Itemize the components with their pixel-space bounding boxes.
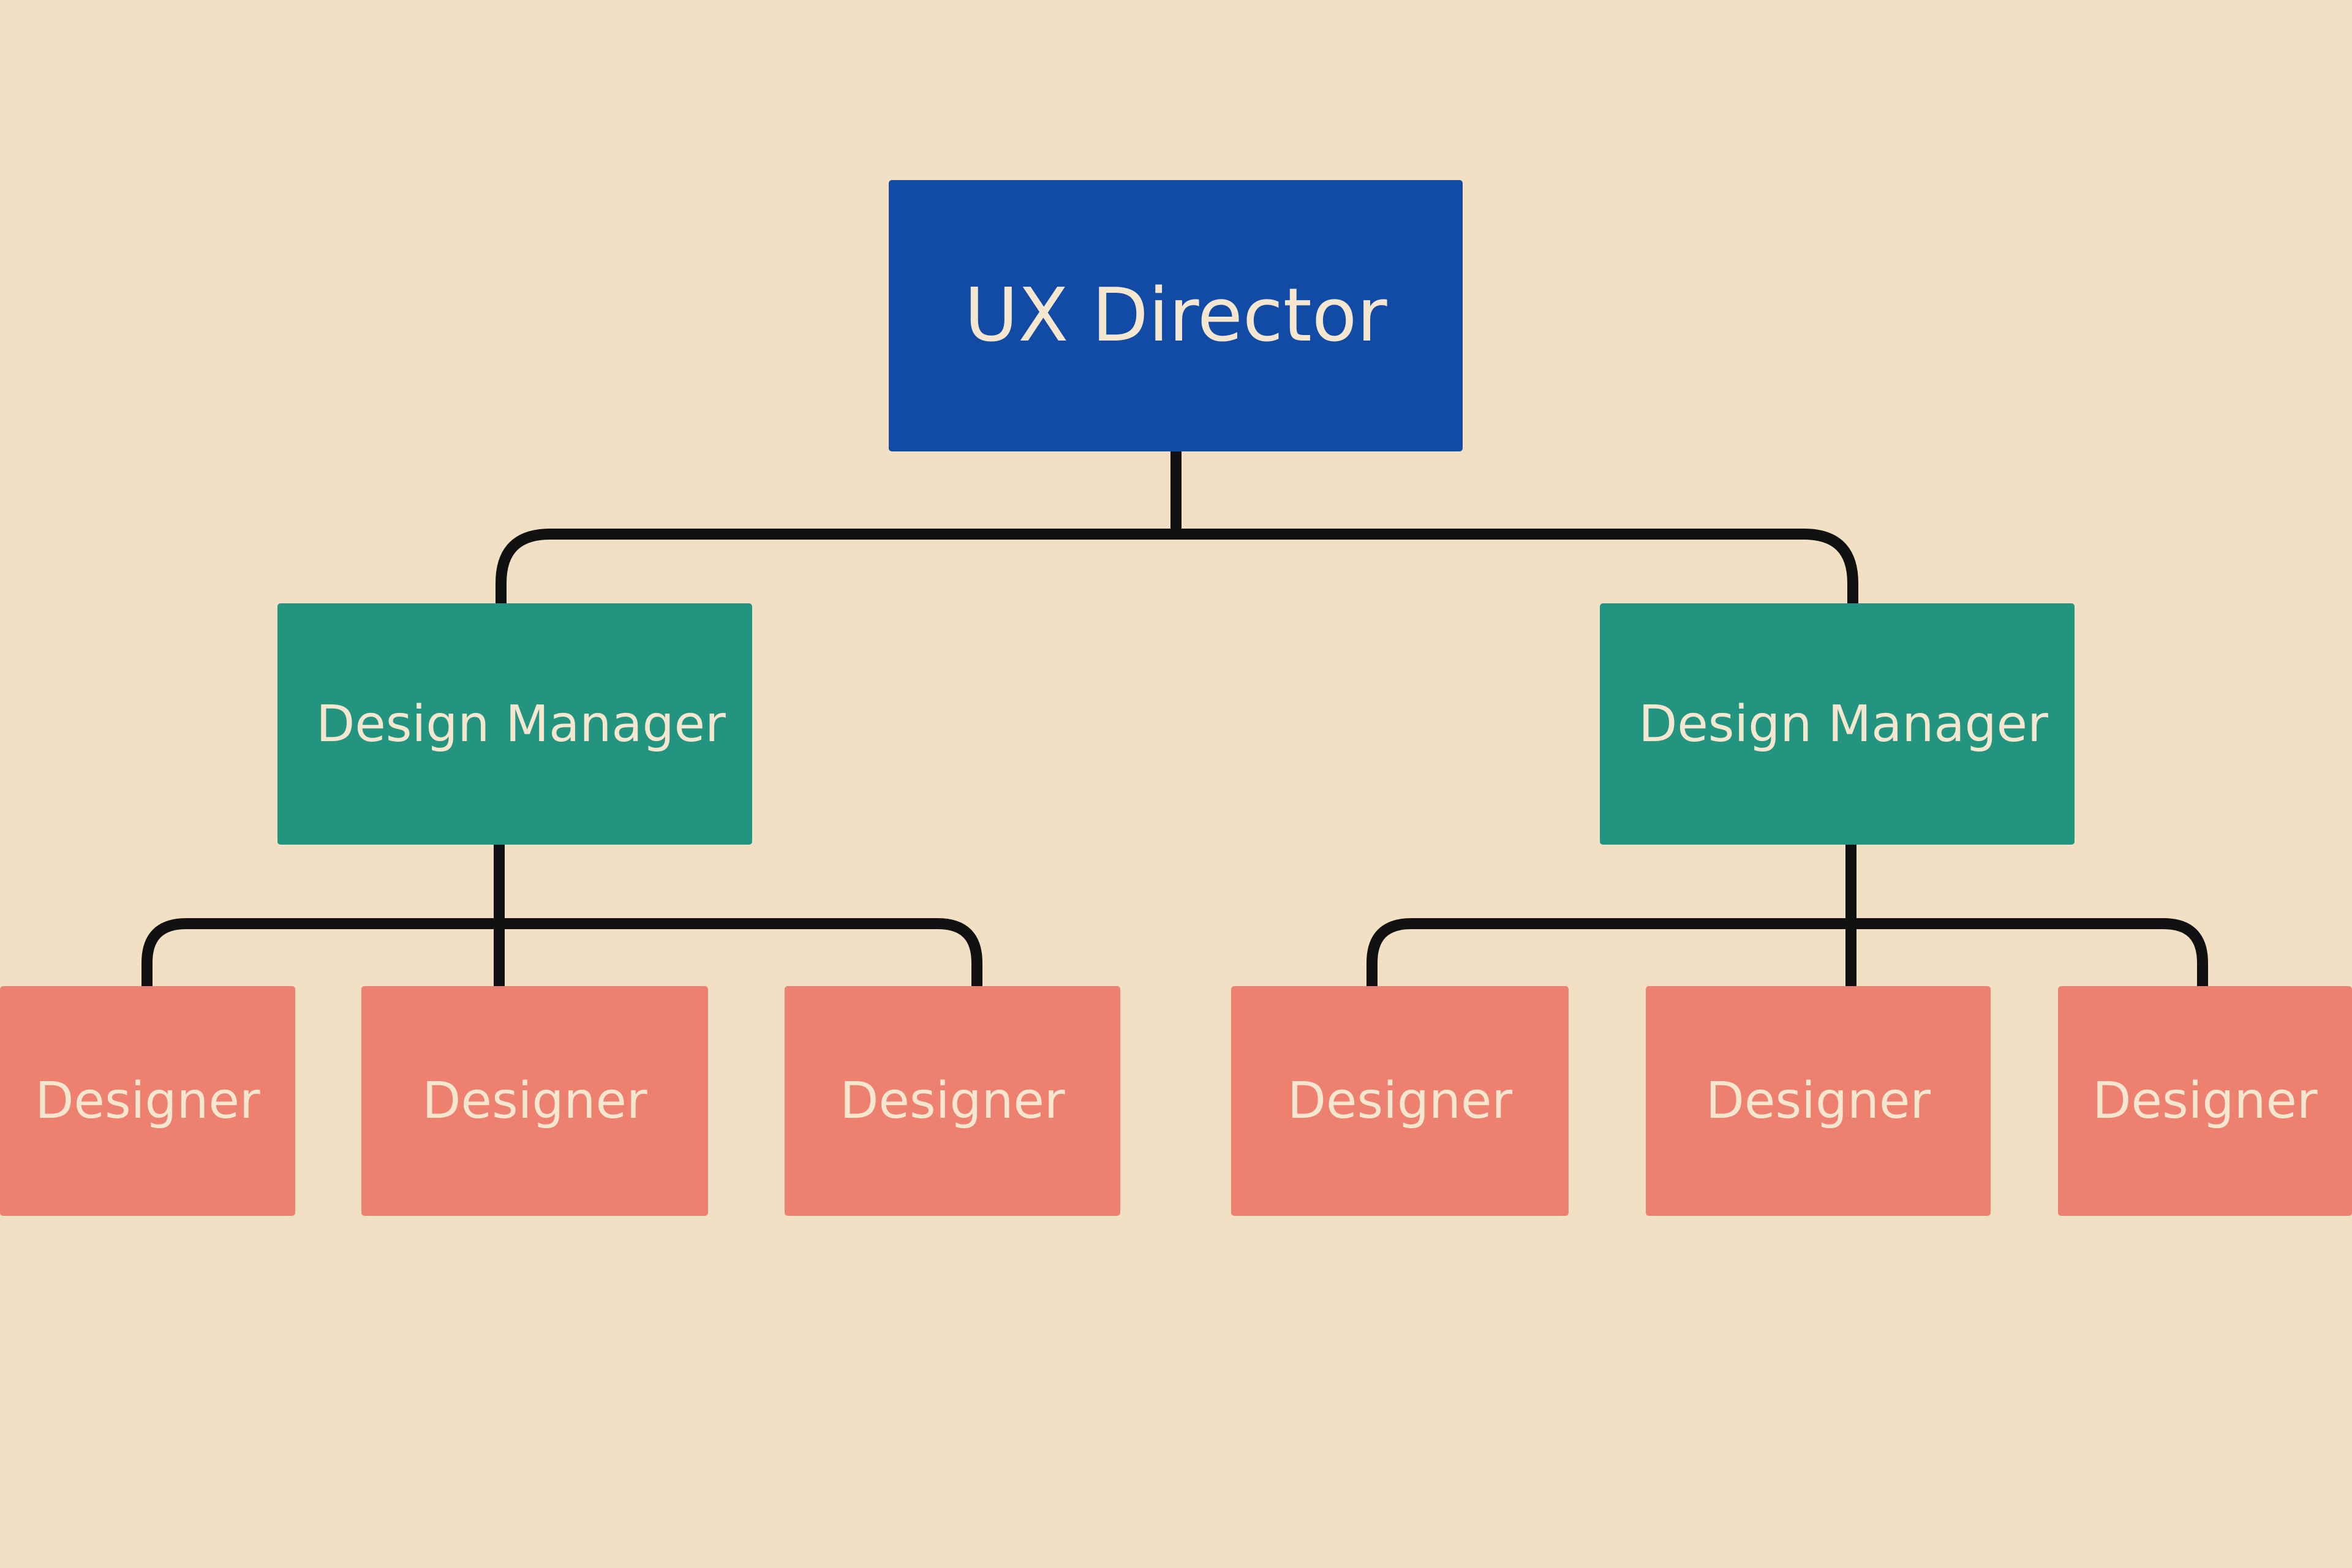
connector-manager-left-branch: [141, 918, 982, 986]
designer-box: Designer: [785, 986, 1120, 1216]
designer-label: Designer: [422, 1072, 647, 1130]
designer-label: Designer: [1287, 1072, 1513, 1130]
ux-director-label: UX Director: [964, 273, 1387, 358]
designer-label: Designer: [1705, 1072, 1931, 1130]
designer-label: Designer: [840, 1072, 1065, 1130]
ux-director-box: UX Director: [889, 180, 1463, 451]
connector-director-branch: [496, 529, 1858, 603]
designer-box: Designer: [0, 986, 295, 1216]
designer-box: Designer: [2058, 986, 2352, 1216]
design-manager-box-right: Design Manager: [1600, 603, 2075, 845]
design-manager-box-left: Design Manager: [277, 603, 752, 845]
design-manager-label: Design Manager: [1638, 695, 2048, 753]
designer-label: Designer: [35, 1072, 260, 1130]
design-manager-label: Design Manager: [316, 695, 726, 753]
designer-box: Designer: [361, 986, 708, 1216]
designer-box: Designer: [1231, 986, 1569, 1216]
designer-box: Designer: [1646, 986, 1991, 1216]
connector-manager-right-branch: [1366, 918, 2208, 986]
designer-label: Designer: [2092, 1072, 2318, 1130]
